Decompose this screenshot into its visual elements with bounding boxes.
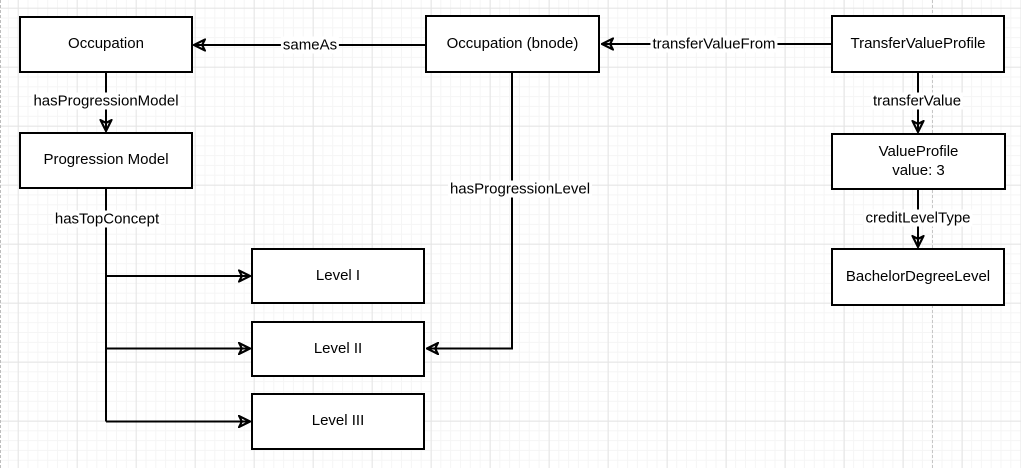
node-occupation-bnode[interactable]: Occupation (bnode): [425, 15, 600, 73]
node-bachelor-degree-level[interactable]: BachelorDegreeLevel: [831, 248, 1005, 306]
node-bachelor-degree-level-label: BachelorDegreeLevel: [845, 267, 991, 285]
node-level-2-label: Level II: [313, 339, 363, 357]
node-level-3-label: Level III: [311, 412, 365, 430]
node-level-2[interactable]: Level II: [251, 321, 425, 377]
edge-label-transfer-value-from[interactable]: transferValueFrom: [650, 35, 778, 53]
node-level-1-label: Level I: [315, 266, 361, 284]
node-level-3[interactable]: Level III: [251, 393, 425, 450]
node-value-profile-label: ValueProfile: [878, 142, 959, 160]
edge-label-transfer-value[interactable]: transferValue: [870, 92, 964, 110]
node-progression-model[interactable]: Progression Model: [19, 132, 193, 189]
node-transfer-value-profile-label: TransferValueProfile: [850, 34, 986, 52]
page-boundary-right-line: [932, 0, 933, 468]
edge-label-same-as[interactable]: sameAs: [280, 36, 340, 54]
node-level-1[interactable]: Level I: [251, 248, 425, 304]
edge-label-has-progression-model[interactable]: hasProgressionModel: [31, 92, 181, 110]
page-boundary-left-line: [0, 0, 1, 468]
node-transfer-value-profile[interactable]: TransferValueProfile: [831, 15, 1005, 73]
node-progression-model-label: Progression Model: [43, 151, 169, 169]
edge-has-progression-level[interactable]: [427, 73, 513, 349]
node-value-profile-value: value: 3: [892, 161, 945, 179]
node-value-profile[interactable]: ValueProfile value: 3: [831, 133, 1006, 190]
node-occupation[interactable]: Occupation: [19, 16, 193, 73]
edge-label-has-top-concept[interactable]: hasTopConcept: [52, 210, 162, 228]
node-value-profile-text: ValueProfile value: 3: [879, 143, 959, 181]
node-occupation-label: Occupation: [68, 35, 144, 53]
edge-label-has-progression-level[interactable]: hasProgressionLevel: [447, 180, 593, 198]
node-occupation-bnode-label: Occupation (bnode): [446, 34, 579, 52]
edge-label-credit-level-type[interactable]: creditLevelType: [863, 209, 973, 227]
